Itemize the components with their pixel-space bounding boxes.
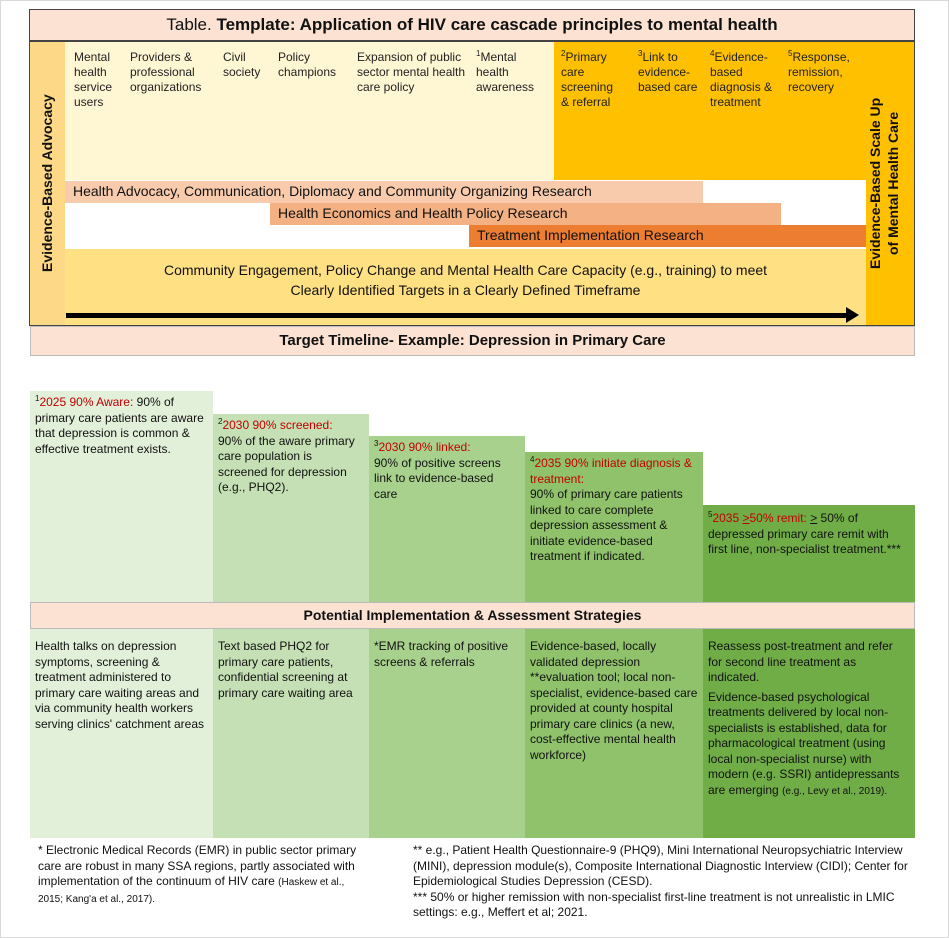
target-step-4: 42035 90% initiate diagnosis & treatment… [525,452,703,602]
left-band [30,42,65,325]
right-band [866,42,914,325]
footnote-remission: *** 50% or higher remission with non-spe… [413,889,895,920]
strategies-header: Potential Implementation & Assessment St… [30,602,915,629]
column-header: 3Link to evidence-based care [638,49,698,95]
research-bar-advocacy: Health Advocacy, Communication, Diplomac… [65,181,703,203]
scale-up-line2: of Mental Health Care [885,111,901,256]
strategy-cell: Reassess post-treatment and refer for se… [703,629,915,838]
strategy-cell: Evidence-based, locally validated depres… [525,629,703,838]
table-title: Table. Template: Application of HIV care… [29,9,915,41]
community-engagement-box: Community Engagement, Policy Change and … [65,249,866,309]
title-prefix: Table. [166,15,212,34]
strategy-cell: *EMR tracking of positive screens & refe… [369,629,525,838]
target-step-2: 22030 90% screened: 90% of the aware pri… [213,414,369,602]
timeline-header: Target Timeline- Example: Depression in … [30,326,915,356]
strategy-cell: Text based PHQ2 for primary care patient… [213,629,369,838]
stakeholder-area [65,42,554,180]
target-step-1: 12025 90% Aware: 90% of primary care pat… [30,391,213,602]
strategy-cell: Health talks on depression symptoms, scr… [30,629,213,838]
column-header: 2Primary care screening & referral [561,49,614,110]
footnote-emr: * Electronic Medical Records (EMR) in pu… [38,843,357,905]
target-step-5: 52035 >50% remit: > 50% of depressed pri… [703,505,915,602]
research-gap [703,181,866,203]
research-bar-implementation: Treatment Implementation Research [469,225,866,247]
timeline-arrow-line [66,313,848,318]
target-step-3: 32030 90% linked: 90% of positive screen… [369,436,525,602]
timeline-arrow-head [846,307,859,323]
engagement-line2: Clearly Identified Targets in a Clearly … [290,282,641,298]
column-header: 4Evidence-based diagnosis & treatment [710,49,773,110]
cascade-area [554,42,866,180]
strategy-5-para1: Reassess post-treatment and refer for se… [708,639,893,684]
footnote-tools: ** e.g., Patient Health Questionnaire-9 … [413,843,913,921]
column-header: Providers & professional organizations [130,50,202,94]
engagement-line1: Community Engagement, Policy Change and … [163,262,768,278]
title-bold: Template: Application of HIV care cascad… [216,15,778,34]
footnote-assessment-tools: ** e.g., Patient Health Questionnaire-9 … [413,843,908,888]
evidence-based-advocacy-label: Evidence-Based Advocacy [39,94,55,273]
strategy-5-para2: Evidence-based psychological treatments … [708,689,900,797]
research-bar-economics: Health Economics and Health Policy Resea… [270,203,781,225]
column-header: Mental health service users [74,50,113,109]
scale-up-label: Evidence-Based Scale Up of Mental Health… [866,42,914,325]
scale-up-line1: Evidence-Based Scale Up [867,97,883,270]
column-header: Policy champions [278,50,337,79]
column-header: Expansion of public sector mental health… [357,50,466,94]
column-header: 1Mental health awareness [476,49,535,95]
column-header: 5Response, remission, recovery [788,49,850,95]
column-header: Civil society [223,50,261,79]
